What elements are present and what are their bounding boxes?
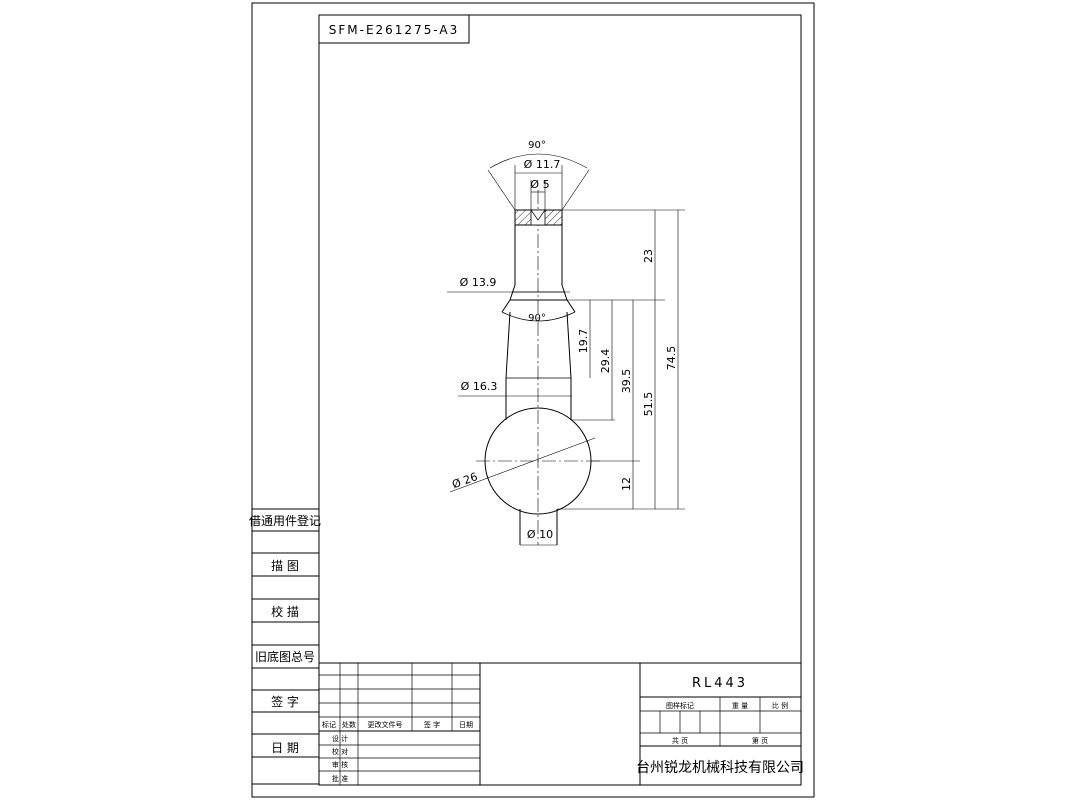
center-hole <box>530 209 546 226</box>
drawing-number: SFM-E261275-A3 <box>329 23 460 37</box>
cone-tip <box>530 209 546 221</box>
dim-hole-dia: Ø 5 <box>530 178 549 191</box>
inner-frame <box>318 14 802 786</box>
title-block: RL443 图样标记 重 量 比 例 共 页 第 页 台州锐龙机械科技有限公司 <box>636 662 804 786</box>
drawing-mark-label: 图样标记 <box>666 701 694 710</box>
dim-neck-dia: Ø 13.9 <box>460 276 497 289</box>
dim-top-angle: 90° <box>528 140 546 151</box>
rev-check: 校 对 <box>332 747 348 756</box>
dim-shank-dia: Ø 16.3 <box>461 380 498 393</box>
left-sign-column: 借通用件登记 描 图 校 描 旧底图总号 签 字 日 期 <box>249 508 321 785</box>
weight-label: 重 量 <box>732 702 748 710</box>
dimensions: 90° Ø 11.7 Ø 5 Ø 13.9 90° Ø 16.3 Ø 26 Ø … <box>447 140 685 546</box>
neck-angle-arc <box>501 311 576 322</box>
company-name: 台州锐龙机械科技有限公司 <box>636 760 804 776</box>
rev-approve: 批 准 <box>332 774 348 783</box>
old-drawing-label: 旧底图总号 <box>255 649 315 664</box>
total-pages-label: 共 页 <box>672 736 688 745</box>
dim-neck-angle: 90° <box>528 313 546 324</box>
dim-len-12: 12 <box>620 477 633 491</box>
registration-label: 借通用件登记 <box>249 513 321 528</box>
dim-top-outer-dia: Ø 11.7 <box>524 158 561 171</box>
scale-label: 比 例 <box>772 701 788 710</box>
dim-len-51-5: 51.5 <box>642 392 655 417</box>
dim-len-29-4: 29.4 <box>599 349 612 374</box>
rev-sign: 签 字 <box>424 720 440 729</box>
dim-bottom-dia: Ø 10 <box>527 528 553 541</box>
part-drawing <box>476 190 600 545</box>
dim-len-19-7: 19.7 <box>577 329 590 354</box>
sheet-label: 第 页 <box>752 736 768 745</box>
outer-border <box>251 2 815 798</box>
rev-review: 审 核 <box>332 760 348 769</box>
dim-len-39-5: 39.5 <box>620 369 633 394</box>
rev-date: 日期 <box>459 721 473 729</box>
drawing-number-box: SFM-E261275-A3 <box>318 14 470 44</box>
revision-block: 标记 处数 更改文件号 签 字 日期 设 计 校 对 审 核 批 准 <box>318 662 481 786</box>
dim-len-23: 23 <box>642 249 655 263</box>
rev-count: 处数 <box>342 720 356 729</box>
rev-mark: 标记 <box>322 720 336 729</box>
rev-design: 设 计 <box>332 734 348 743</box>
date-label: 日 期 <box>271 741 299 755</box>
proofread-label: 校 描 <box>271 604 299 619</box>
dim-len-74-5: 74.5 <box>665 346 678 371</box>
rev-change-doc: 更改文件号 <box>368 720 403 729</box>
title-middle-block <box>479 662 641 786</box>
part-code: RL443 <box>692 676 748 691</box>
dim-ball-dia: Ø 26 <box>450 470 479 491</box>
tracing-label: 描 图 <box>271 559 299 573</box>
signature-label: 签 字 <box>271 694 299 709</box>
